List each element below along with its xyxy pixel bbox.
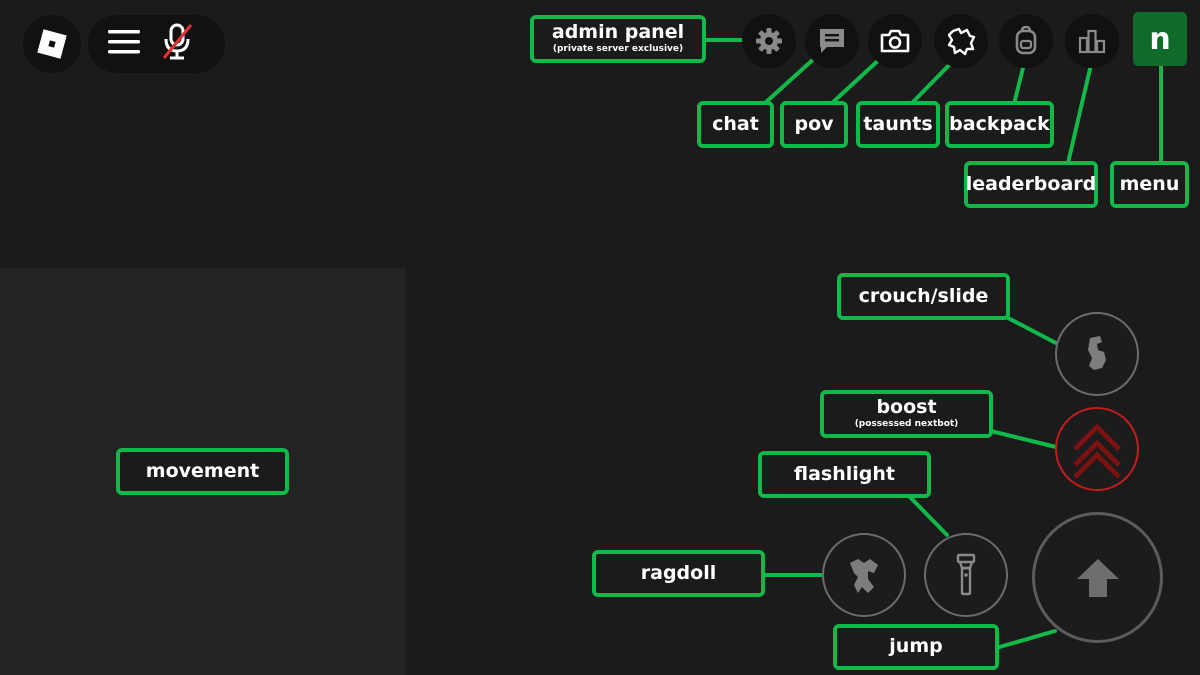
admin-panel-label: admin panel (private server exclusive) <box>530 15 706 63</box>
leaderboard-label-text: leaderboard <box>965 172 1097 195</box>
crouch-icon <box>1088 336 1106 370</box>
backpack-label-text: backpack <box>949 112 1050 135</box>
puzzle-icon <box>947 27 976 56</box>
ragdoll-label-text: ragdoll <box>640 561 717 584</box>
movement-label-text: movement <box>145 459 260 482</box>
backpack-icon <box>1015 25 1037 55</box>
bar-chart-icon <box>1078 29 1106 54</box>
jump-label-text: jump <box>889 635 943 658</box>
game-menu-button[interactable]: n <box>1133 12 1187 66</box>
camera-icon <box>880 29 910 53</box>
up-arrow-icon <box>1076 558 1119 597</box>
pov-button[interactable] <box>868 14 922 68</box>
roblox-menu-button[interactable] <box>23 15 81 73</box>
pov-label-text: pov <box>794 112 834 135</box>
menu-label: menu <box>1110 161 1189 208</box>
leaderboard-label: leaderboard <box>964 161 1098 208</box>
chat-icon <box>820 29 844 53</box>
mic-muted-icon[interactable] <box>160 22 194 66</box>
flashlight-label: flashlight <box>758 451 931 498</box>
chat-label: chat <box>697 101 774 148</box>
crouch-slide-label: crouch/slide <box>837 273 1010 320</box>
jump-button[interactable] <box>1032 512 1163 643</box>
chat-label-text: chat <box>712 112 759 135</box>
jump-label: jump <box>833 624 999 670</box>
flashlight-label-text: flashlight <box>794 462 895 485</box>
movement-label: movement <box>116 448 289 495</box>
top-left-toolbar <box>88 15 225 73</box>
backpack-button[interactable] <box>999 14 1053 68</box>
boost-note: (possessed nextbot) <box>854 419 959 430</box>
admin-panel-note: (private server exclusive) <box>552 44 684 55</box>
boost-button[interactable] <box>1055 407 1139 491</box>
admin-panel-label-text: admin panel <box>551 21 685 44</box>
ragdoll-label: ragdoll <box>592 550 765 597</box>
pov-label: pov <box>780 101 848 148</box>
taunts-button[interactable] <box>934 14 988 68</box>
double-chevron-up-icon <box>1073 423 1121 479</box>
leaderboard-button[interactable] <box>1065 14 1119 68</box>
flashlight-button[interactable] <box>924 533 1008 617</box>
hamburger-icon[interactable] <box>108 28 140 60</box>
gear-icon <box>756 28 782 54</box>
chat-button[interactable] <box>805 14 859 68</box>
boost-label-text: boost <box>876 396 937 419</box>
backpack-label: backpack <box>945 101 1054 148</box>
crouch-slide-button[interactable] <box>1055 312 1139 396</box>
taunts-label-text: taunts <box>863 112 933 135</box>
boost-label: boost (possessed nextbot) <box>820 390 993 438</box>
taunts-label: taunts <box>856 101 940 148</box>
flashlight-icon <box>956 553 976 596</box>
menu-label-text: menu <box>1119 172 1180 195</box>
ragdoll-button[interactable] <box>822 533 906 617</box>
settings-button[interactable] <box>742 14 796 68</box>
roblox-logo-icon <box>37 29 67 59</box>
ragdoll-icon <box>850 559 878 593</box>
crouch-slide-label-text: crouch/slide <box>858 284 989 307</box>
